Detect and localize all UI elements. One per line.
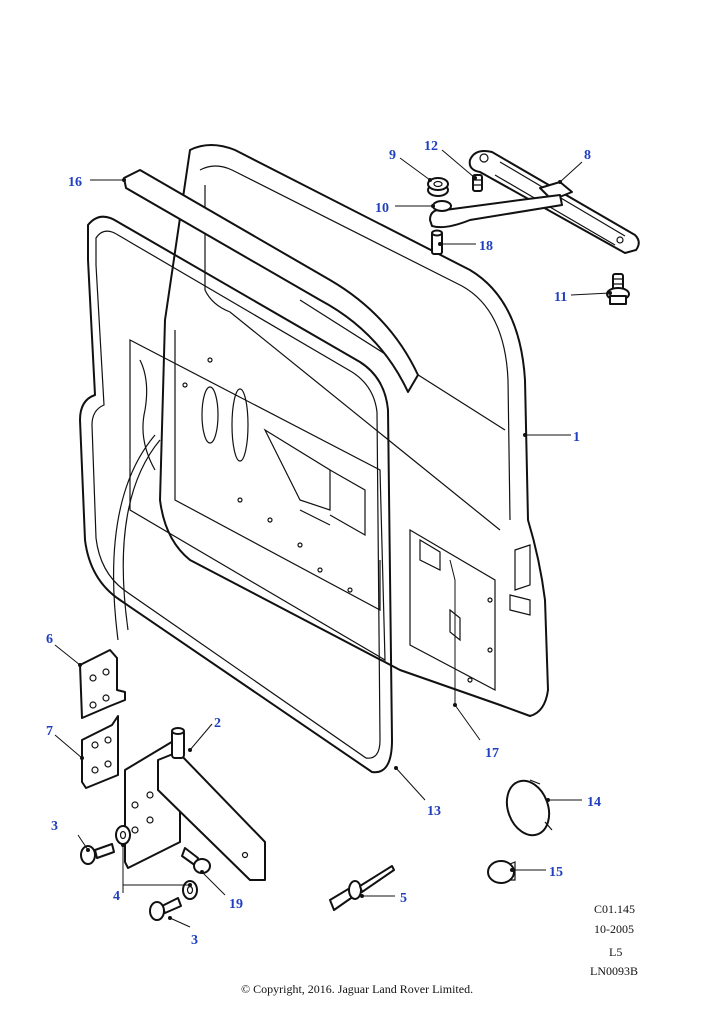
check-strap-rod (122, 439, 161, 631)
bolt-part-19 (181, 847, 211, 874)
nut-part-9 (427, 177, 449, 197)
callout-1: 1 (573, 430, 580, 445)
grommet-part-15 (487, 860, 516, 884)
callout-17: 17 (485, 746, 499, 761)
callout-8: 8 (584, 148, 591, 163)
hinge-plate-part-7 (81, 715, 119, 789)
hinge-plate-part-6 (79, 649, 126, 719)
callout-3-lower: 3 (191, 933, 198, 948)
callout-7: 7 (46, 724, 53, 739)
leader-lines (54, 149, 612, 928)
callout-6: 6 (46, 632, 53, 647)
callout-18: 18 (479, 239, 493, 254)
bolt-part-3-lower (149, 897, 182, 921)
callout-10: 10 (375, 201, 389, 216)
bolt-washer-part-11 (606, 273, 630, 305)
pin-part-18 (431, 229, 443, 255)
callout-4: 4 (113, 889, 120, 904)
bolt-part-3-upper (80, 843, 115, 865)
reference-level: L5 (609, 945, 622, 959)
illustration-id: LN0093B (590, 964, 638, 978)
hinge-part-2 (124, 727, 266, 881)
callout-5: 5 (400, 891, 407, 906)
callout-15: 15 (549, 865, 563, 880)
reference-date: 10-2005 (594, 922, 634, 936)
check-arm-part-10 (429, 194, 563, 229)
callout-3-upper: 3 (51, 819, 58, 834)
callout-11: 11 (554, 290, 567, 305)
copyright-notice: © Copyright, 2016. Jaguar Land Rover Lim… (241, 982, 473, 996)
callout-13: 13 (427, 804, 441, 819)
callout-19: 19 (229, 897, 243, 912)
door-panel-membrane-part-17 (129, 339, 386, 662)
callout-14: 14 (587, 795, 601, 810)
callout-12: 12 (424, 139, 438, 154)
callout-2: 2 (214, 716, 221, 731)
door-seal-part-13 (79, 215, 393, 774)
plug-part-14 (505, 779, 553, 837)
reference-code: C01.145 (594, 902, 635, 916)
callout-16: 16 (68, 175, 82, 190)
upper-seal-part-16 (123, 169, 419, 393)
callout-9: 9 (389, 148, 396, 163)
rivet-part-5 (329, 865, 395, 911)
